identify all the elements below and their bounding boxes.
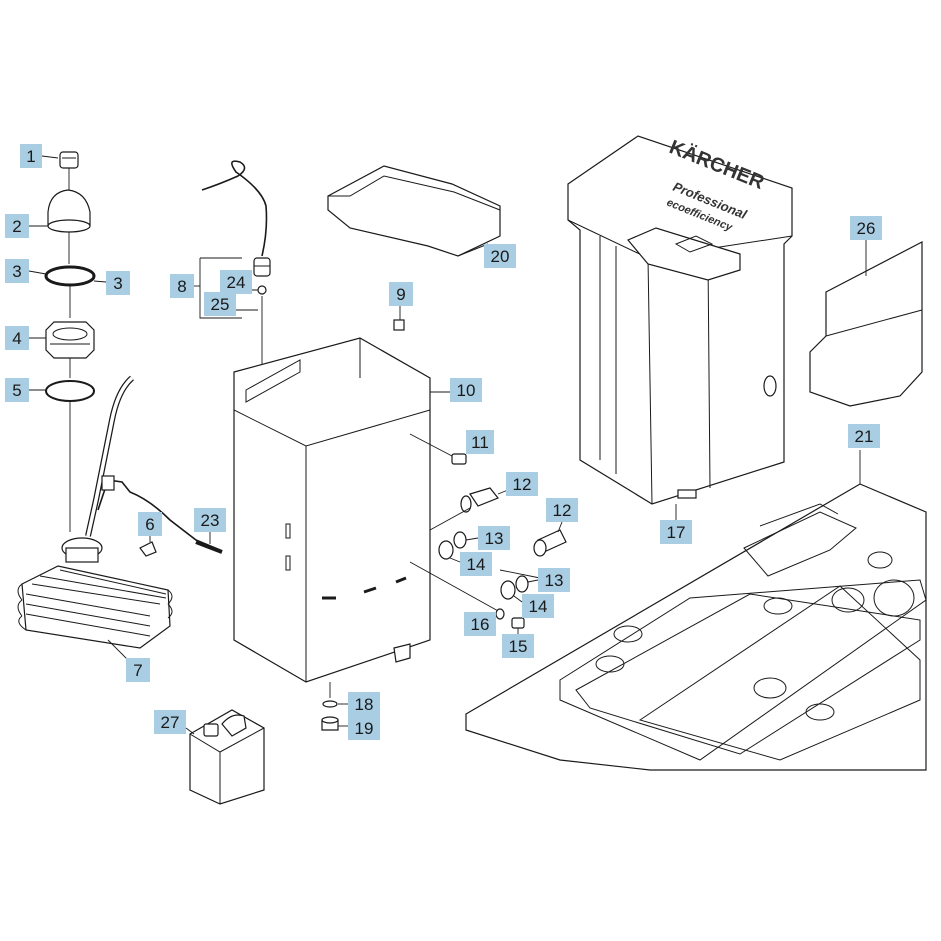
part-27-canister	[189, 709, 265, 805]
callout-6[interactable]: 6	[138, 512, 162, 536]
callout-5[interactable]: 5	[5, 378, 46, 402]
svg-text:13: 13	[485, 529, 504, 548]
svg-text:13: 13	[545, 571, 564, 590]
callout-25[interactable]: 25	[204, 292, 236, 316]
callout-16[interactable]: 16	[464, 612, 496, 636]
svg-text:7: 7	[133, 661, 142, 680]
callout-2[interactable]: 2	[5, 214, 48, 238]
svg-text:3: 3	[12, 262, 21, 281]
svg-text:4: 4	[12, 329, 21, 348]
svg-text:1: 1	[26, 147, 35, 166]
part-17-outer-tank: KÄRCHER Professional ecoefficiency	[567, 135, 793, 520]
part-26-side-panel	[809, 240, 923, 407]
part-14-seal-upper	[429, 507, 471, 560]
svg-text:21: 21	[855, 427, 874, 446]
svg-text:12: 12	[513, 475, 532, 494]
callout-27[interactable]: 27	[154, 710, 195, 735]
part-15-nipple	[511, 617, 525, 629]
part-14-seal-lower	[499, 569, 541, 600]
callout-18[interactable]: 18	[338, 692, 380, 716]
svg-text:15: 15	[509, 637, 528, 656]
part-21-base-frame	[465, 450, 927, 771]
svg-text:19: 19	[355, 719, 374, 738]
svg-text:3: 3	[113, 274, 122, 293]
part-13-washer-lower	[515, 575, 529, 593]
svg-text:27: 27	[161, 713, 180, 732]
callout-17[interactable]: 17	[660, 520, 692, 544]
part-19-drain-plug	[321, 716, 339, 731]
part-12-elbow-upper	[460, 487, 509, 513]
part-18-o-ring	[322, 700, 338, 708]
callout-8[interactable]: 8	[170, 274, 200, 298]
callout-19[interactable]: 19	[338, 716, 380, 740]
svg-text:6: 6	[145, 515, 154, 534]
part-16-washer	[495, 608, 505, 620]
svg-text:2: 2	[12, 217, 21, 236]
callout-24[interactable]: 24	[220, 270, 252, 294]
svg-text:14: 14	[467, 555, 486, 574]
part-23-sensor-cable	[97, 475, 223, 554]
callout-13-lower[interactable]: 13	[527, 568, 570, 592]
svg-text:11: 11	[471, 433, 489, 452]
svg-text:10: 10	[457, 381, 476, 400]
callout-9[interactable]: 9	[389, 282, 413, 306]
svg-text:9: 9	[396, 285, 405, 304]
callout-3-left[interactable]: 3	[5, 259, 47, 283]
part-1-cap	[59, 151, 79, 190]
svg-text:17: 17	[667, 523, 686, 542]
callout-1[interactable]: 1	[20, 144, 59, 168]
callout-13-upper[interactable]: 13	[465, 526, 510, 550]
callout-11[interactable]: 11	[466, 430, 494, 454]
callout-4[interactable]: 4	[5, 326, 46, 350]
part-3-o-ring	[44, 265, 96, 318]
svg-text:5: 5	[12, 381, 21, 400]
part-8-level-sensor	[199, 160, 271, 420]
callout-7[interactable]: 7	[126, 658, 150, 682]
callout-10[interactable]: 10	[450, 378, 482, 402]
svg-text:16: 16	[471, 615, 490, 634]
callout-20[interactable]: 20	[484, 244, 516, 268]
part-12-elbow-lower	[533, 529, 567, 557]
part-2-cover	[47, 189, 91, 264]
callout-23[interactable]: 23	[194, 508, 226, 544]
svg-text:8: 8	[177, 277, 186, 296]
svg-text:26: 26	[857, 219, 876, 238]
callout-14-upper[interactable]: 14	[449, 552, 492, 576]
part-11-fitting	[451, 453, 467, 465]
svg-text:24: 24	[227, 273, 246, 292]
svg-text:20: 20	[491, 247, 510, 266]
part-20-cover-plate	[327, 165, 501, 257]
svg-text:12: 12	[553, 501, 572, 520]
svg-text:23: 23	[201, 511, 220, 530]
part-9-screw	[393, 306, 405, 331]
callout-26[interactable]: 26	[850, 216, 882, 240]
part-13-washer-upper	[453, 531, 467, 549]
svg-text:18: 18	[355, 695, 374, 714]
part-4-nut	[45, 321, 95, 378]
callout-15[interactable]: 15	[502, 628, 534, 658]
part-6-clip	[139, 534, 157, 557]
callout-14-lower[interactable]: 14	[513, 594, 554, 618]
callout-3-right[interactable]: 3	[93, 271, 130, 295]
part-10-inner-tank	[233, 337, 501, 698]
callout-12-upper[interactable]: 12	[506, 472, 538, 496]
part-7-heating-element	[17, 375, 173, 661]
callout-12-lower[interactable]: 12	[546, 498, 578, 533]
callout-21[interactable]: 21	[848, 424, 880, 448]
part-5-gasket	[45, 380, 95, 532]
svg-text:14: 14	[529, 597, 548, 616]
svg-text:25: 25	[211, 295, 230, 314]
